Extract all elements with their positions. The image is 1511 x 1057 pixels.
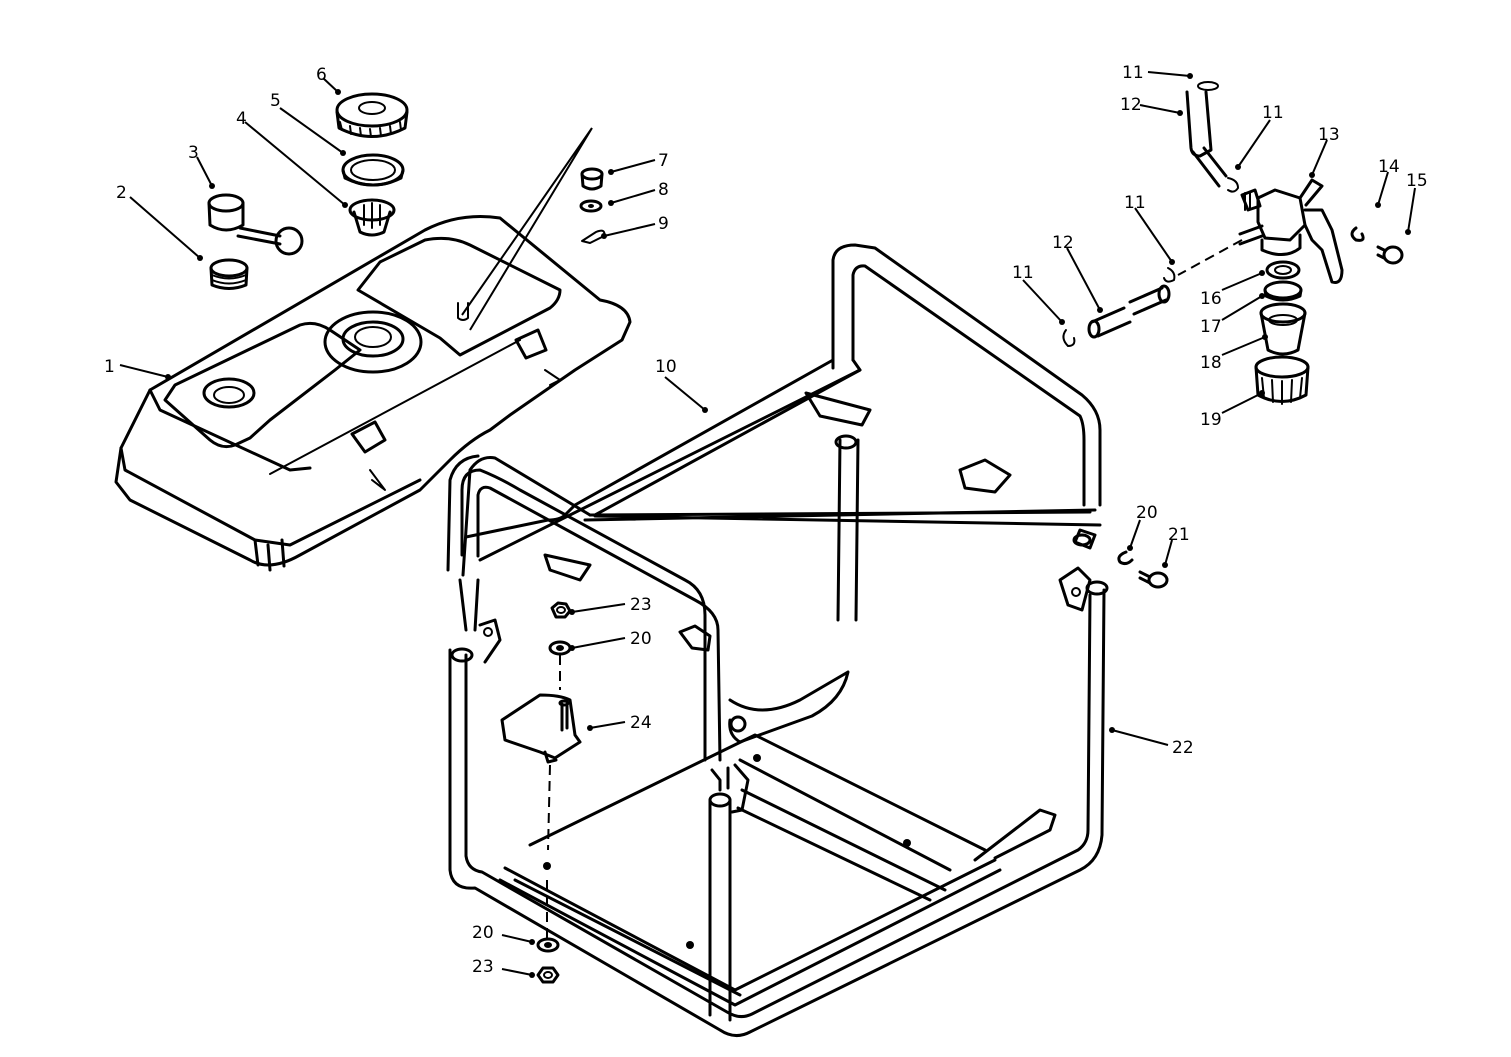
- lock-washer-20a: [548, 640, 572, 656]
- tank-bolt: [457, 302, 469, 321]
- hose-clamp-11d: [1062, 329, 1076, 347]
- callout-16: 16: [1200, 289, 1222, 309]
- callout-19: 19: [1200, 410, 1222, 430]
- callout-3: 3: [188, 143, 199, 163]
- filter-screen: [348, 198, 396, 237]
- lock-washer-20c: [1117, 550, 1134, 566]
- callout-12a: 12: [1120, 95, 1142, 115]
- lock-washer-20b: [536, 937, 560, 953]
- rubber-grommet: [580, 167, 604, 191]
- callout-20b: 20: [472, 923, 494, 943]
- callout-20c: 20: [1136, 503, 1158, 523]
- callout-dots: [165, 73, 1411, 978]
- callout-9: 9: [658, 214, 669, 234]
- axis-line-fuel: [1177, 239, 1243, 276]
- callout-22: 22: [1172, 738, 1194, 758]
- callout-11a: 11: [1122, 63, 1144, 83]
- sediment-filter-18: [1259, 302, 1307, 356]
- callout-18: 18: [1200, 353, 1222, 373]
- callout-11d: 11: [1012, 263, 1034, 283]
- callout-labels: 1 2 3 4 5 6 7 8 9 10 11 12 11 13 11 12 1…: [104, 63, 1428, 977]
- hose-clamp-11a: [1197, 81, 1219, 91]
- callout-11c: 11: [1124, 193, 1146, 213]
- fuel-gauge-cap: [335, 92, 409, 138]
- frame-base: [498, 624, 1057, 1007]
- fuel-hose-12b: [1087, 284, 1171, 339]
- frame-22: [448, 468, 1109, 1037]
- strainer-cap: [209, 258, 249, 290]
- screw-15: [1376, 245, 1404, 265]
- callout-11b: 11: [1262, 103, 1284, 123]
- callout-7: 7: [658, 151, 669, 171]
- callout-24: 24: [630, 713, 652, 733]
- tank-cap-with-chain: [207, 193, 304, 256]
- clip-14: [1350, 226, 1365, 242]
- callout-17: 17: [1200, 317, 1222, 337]
- fuel-tank: [114, 215, 632, 572]
- hex-nut-23a: [550, 601, 572, 619]
- callout-20a: 20: [630, 629, 652, 649]
- mounting-bracket-24: [500, 693, 582, 764]
- cotter-clip: [581, 229, 606, 244]
- callout-4: 4: [236, 109, 247, 129]
- callout-23b: 23: [472, 957, 494, 977]
- callout-5: 5: [270, 91, 281, 111]
- axis-line-mid: [547, 764, 551, 851]
- callout-13: 13: [1318, 125, 1340, 145]
- callout-1: 1: [104, 357, 115, 377]
- o-ring-17: [1263, 280, 1303, 302]
- callout-10: 10: [655, 357, 677, 377]
- fuel-cock-13: [1238, 178, 1344, 284]
- fuel-hose-12a: [1185, 90, 1228, 188]
- hose-clamp-11c: [1163, 267, 1176, 283]
- gasket-ring: [341, 153, 405, 187]
- callout-14: 14: [1378, 157, 1400, 177]
- callout-2: 2: [116, 183, 127, 203]
- hex-nut-23b: [536, 966, 560, 984]
- callout-23a: 23: [630, 595, 652, 615]
- bolt-21: [1138, 570, 1169, 589]
- callout-15: 15: [1406, 171, 1428, 191]
- callout-6: 6: [316, 65, 327, 85]
- callout-8: 8: [658, 180, 669, 200]
- callout-leaders: [119, 71, 1416, 976]
- flat-washer: [579, 199, 603, 213]
- callout-21: 21: [1168, 525, 1190, 545]
- sediment-gasket-16: [1265, 260, 1301, 280]
- assembly-leader: [461, 127, 593, 331]
- callout-12b: 12: [1052, 233, 1074, 253]
- sediment-bowl-19: [1254, 355, 1310, 405]
- hose-clamp-11b: [1227, 177, 1239, 193]
